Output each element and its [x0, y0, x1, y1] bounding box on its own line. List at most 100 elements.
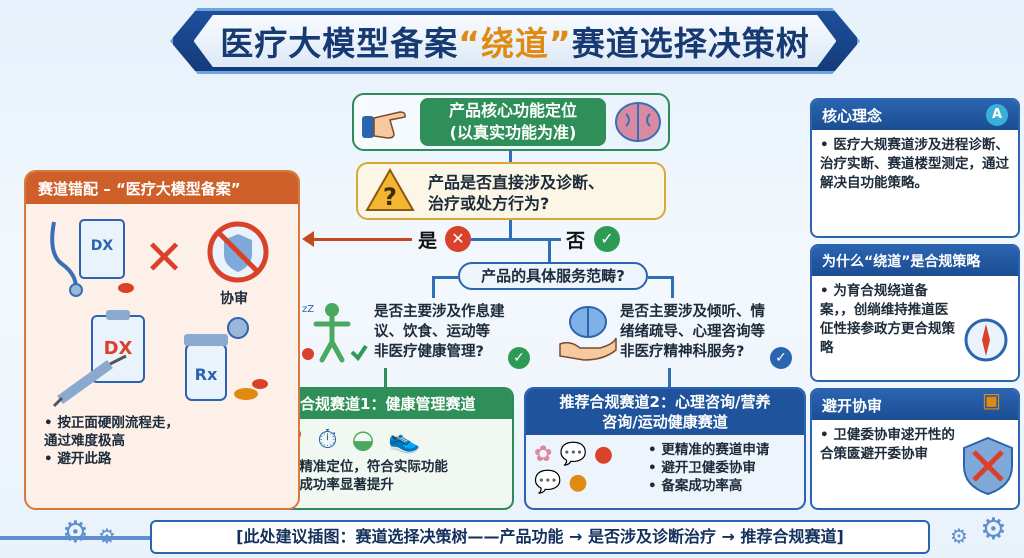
rec2-icon-cluster: ✿ 💬 ● 💬 ●	[526, 435, 648, 497]
check-circle-icon: ✓	[770, 347, 792, 369]
scope-right-down	[671, 276, 674, 298]
list-item: 避开此路	[44, 450, 298, 468]
left-illustration: DX ✕ 协审 DX Rx	[26, 204, 298, 414]
service-scope-box: 产品的具体服务范畴?	[458, 262, 648, 290]
syringe-icon	[52, 354, 127, 408]
yes-arrow-head	[302, 231, 314, 247]
box-icon: ▣	[982, 388, 1001, 412]
list-item: 为育合规绕道备案，，创绱维持推道医佂性接参政方更合规策略	[820, 282, 958, 358]
illustration-suggestion-banner: [此处建议插图：赛道选择决策树——产品功能 → 是否涉及诊断治疗 → 推荐合规赛…	[150, 520, 930, 554]
list-item: 按正面硬刚流程走， 通过难度极高	[44, 414, 298, 450]
list-item: 精准定位，符合实际功能	[286, 458, 512, 476]
decor-line	[0, 536, 150, 540]
crossed-shield-icon	[963, 436, 1013, 496]
brain-in-hand-icon	[556, 300, 620, 366]
connector-line	[668, 368, 671, 387]
apple-icon: ●	[593, 442, 614, 467]
dx-text: DX	[91, 238, 114, 254]
prohibited-shield-icon	[207, 221, 269, 283]
stopwatch-icon: ⏱	[317, 425, 338, 455]
diagnosis-question-box: 产品是否直接涉及诊断、 治疗或处方行为?	[356, 162, 666, 220]
dx-text: DX	[104, 338, 133, 359]
question-line2: 治疗或处方行为?	[428, 194, 550, 213]
health-management-question: 是否主要涉及作息建 议、饮食、运动等 非医疗健康管理?	[374, 302, 544, 362]
salad-bowl-icon: ◒	[351, 425, 375, 455]
list-item: 更精准的赛道申请	[648, 441, 769, 459]
sub-q2-line2: 绪绪疏导、心理咨询等	[620, 324, 765, 340]
track-mismatch-panel: 赛道错配 – “医疗大模型备案” DX ✕ 协审 DX	[24, 170, 300, 510]
connector-line	[548, 240, 551, 262]
list-item: 备案成功率高	[648, 477, 769, 495]
rec1-benefits: 精准定位，符合实际功能 成功率显著提升	[260, 456, 512, 494]
brain-icon	[612, 96, 664, 148]
list-item: 成功率显著提升	[286, 476, 512, 494]
rec2-content: ✿ 💬 ● 💬 ● 更精准的赛道申请 避开卫健委协审 备案成功率高	[526, 435, 804, 497]
sub-q1-line1: 是否主要涉及作息建	[374, 304, 505, 320]
sub-q2-line1: 是否主要涉及倾听、情	[620, 304, 765, 320]
gear-icon: ⚙	[980, 512, 1007, 547]
big-x-icon: ✕	[144, 230, 185, 286]
avoid-review-body: 卫健委协审逑开性的合策匳避开委协审	[812, 420, 1018, 470]
list-item: 避开卫健委协审	[648, 459, 769, 477]
why-detour-title: 为什么“绕道”是合规策略	[812, 246, 1018, 276]
check-circle-icon: ✓	[594, 226, 620, 252]
brain-icon: ✿	[534, 442, 553, 467]
core-line1: 产品核心功能定位	[448, 101, 577, 120]
left-panel-title: 赛道错配 – “医疗大模型备案”	[26, 172, 298, 204]
chat-bubble-icon: 💬	[559, 442, 587, 467]
page-title: 医疗大模型备案“绕道”赛道选择决策树	[193, 15, 837, 67]
left-outcomes: 按正面硬刚流程走， 通过难度极高 避开此路	[26, 414, 298, 468]
connector-line	[509, 151, 512, 162]
right-sidebar: 核心理念 A 医疗大规赛道涉及进程诊断、治疗实断、赛道楼型测定，通过解决自功能策…	[810, 98, 1020, 510]
review-label: 协审	[220, 291, 248, 307]
why-detour-card: 为什么“绕道”是合规策略 为育合规绕道备案，，创绱维持推道医佂性接参政方更合规策…	[810, 244, 1020, 382]
connector-line	[509, 220, 512, 240]
connector-line	[384, 368, 387, 387]
scope-left-line	[432, 276, 458, 279]
core-function-label: 产品核心功能定位 (以真实功能为准)	[420, 98, 606, 146]
branch-line	[471, 238, 561, 241]
chat-bubble-icon: 💬	[534, 470, 562, 495]
pointing-hand-icon	[360, 100, 412, 144]
title-text-after: 赛道选择决策树	[571, 24, 810, 63]
rec2-title: 推荐合规赛道2：心理咨询/营养 咨询/运动健康赛道	[526, 389, 804, 435]
why-detour-body: 为育合规绕道备案，，创绱维持推道医佂性接参政方更合规策略	[812, 276, 1018, 364]
gear-icon: ⚙	[950, 524, 968, 548]
core-concept-card: 核心理念 A 医疗大规赛道涉及进程诊断、治疗实断、赛道楼型测定，通过解决自功能策…	[810, 98, 1020, 238]
avoid-review-title: 避开协审	[812, 390, 1018, 420]
title-highlight: “绕道”	[458, 24, 572, 63]
title-text-before: 医疗大模型备案	[220, 24, 459, 63]
wellness-person-icon: zZ	[296, 296, 368, 368]
rx-text: Rx	[195, 365, 218, 384]
compass-icon	[964, 318, 1008, 362]
list-item: 卫健委协审逑开性的合策匳避开委协审	[820, 426, 958, 464]
x-circle-icon: ✕	[445, 226, 471, 252]
check-circle-icon: ✓	[508, 347, 530, 369]
stethoscope-icon: DX	[50, 219, 134, 297]
core-line2: (以真实功能为准)	[449, 123, 577, 142]
pill-bottle-icon: Rx	[184, 317, 268, 401]
fruit-icon: ●	[568, 470, 588, 495]
rec2-title-line1: 推荐合规赛道2：心理咨询/营养	[559, 393, 771, 411]
ai-badge-icon: A	[986, 104, 1008, 126]
core-concept-header: 核心理念 A	[812, 100, 1018, 130]
question-line1: 产品是否直接涉及诊断、	[428, 173, 605, 192]
rec2-benefits: 更精准的赛道申请 避开卫健委协审 备案成功率高	[648, 435, 769, 497]
core-concept-title: 核心理念	[822, 107, 883, 125]
sub-q1-line2: 议、饮食、运动等	[374, 324, 490, 340]
core-concept-body: 医疗大规赛道涉及进程诊断、治疗实断、赛道楼型测定，通过解决自功能策略。	[812, 130, 1018, 199]
gear-icon: ⚙	[62, 515, 89, 550]
list-item: 医疗大规赛道涉及进程诊断、治疗实断、赛道楼型测定，通过解决自功能策略。	[820, 136, 1010, 193]
sub-q2-line3: 非医疗精神科服务?	[620, 344, 745, 360]
recommended-track-2: 推荐合规赛道2：心理咨询/营养 咨询/运动健康赛道 ✿ 💬 ● 💬 ● 更精准的…	[524, 387, 806, 510]
rec2-title-line2: 咨询/运动健康赛道	[602, 413, 728, 431]
rec1-title: 推荐合规赛道1：健康管理赛道	[260, 389, 512, 419]
warning-icon: ?	[364, 167, 416, 213]
sneaker-icon: 👟	[388, 425, 421, 455]
sub-q1-line3: 非医疗健康管理?	[374, 344, 484, 360]
scope-right-line	[648, 276, 674, 279]
title-banner: 医疗大模型备案“绕道”赛道选择决策树	[170, 8, 860, 74]
scope-left-down	[432, 276, 435, 298]
psych-counseling-question: 是否主要涉及倾听、情 绪绪疏导、心理咨询等 非医疗精神科服务?	[620, 302, 800, 362]
no-label: 否	[566, 230, 586, 252]
